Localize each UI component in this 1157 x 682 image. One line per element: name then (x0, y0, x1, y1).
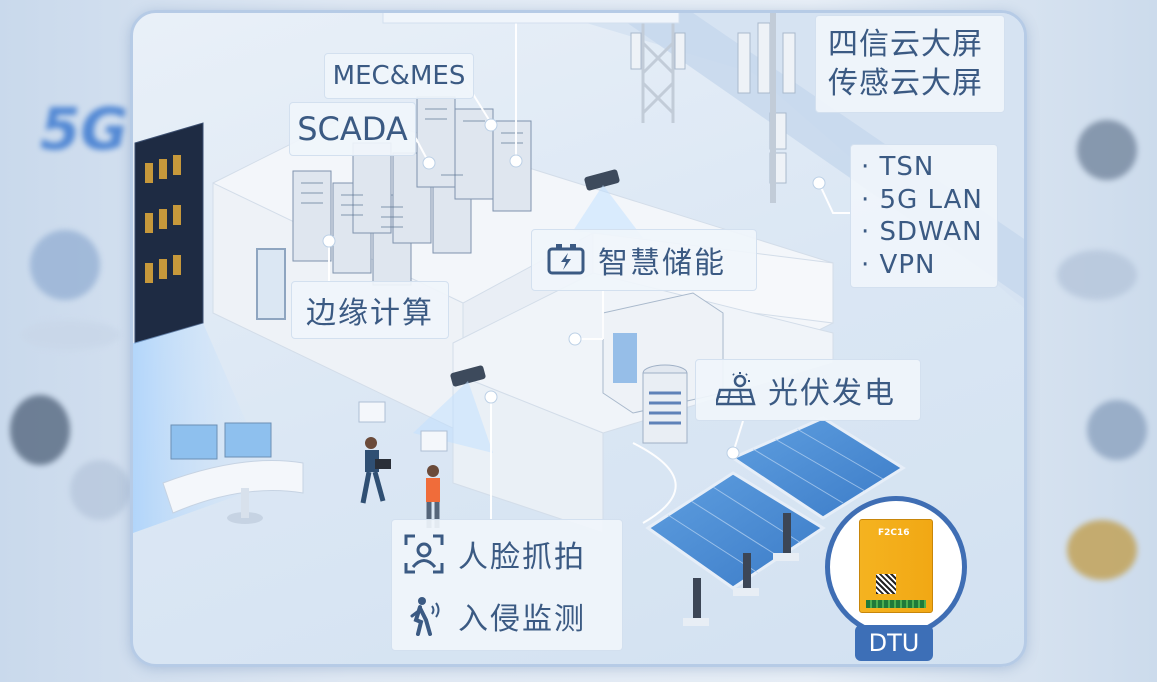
network-item-5g-lan: · 5G LAN (861, 184, 983, 215)
network-item-tsn: · TSN (861, 152, 935, 182)
dtu-device-image: F2C16 (859, 519, 933, 613)
battery-bolt-icon (546, 240, 586, 280)
camera-icon (450, 169, 620, 387)
label-smart-energy: 智慧储能 (531, 229, 757, 291)
side-5g-text: 5G (40, 95, 128, 163)
walking-person-icon (404, 596, 444, 636)
dtu-badge: DTU (855, 625, 933, 661)
label-mec-mes: MEC&MES (324, 53, 474, 99)
qr-code-icon (876, 574, 896, 594)
dtu-model-label: F2C16 (878, 528, 910, 538)
terminal-block-icon (866, 600, 926, 608)
face-scan-icon (404, 534, 444, 574)
label-cloud-screen-2: 传感云大屏 (828, 66, 983, 101)
label-intrusion: 入侵监测 (458, 602, 586, 637)
background-right-scenery (1027, 0, 1157, 682)
network-item-sdwan: · SDWAN (861, 217, 983, 247)
solar-panels (645, 416, 906, 626)
solar-panel-icon (716, 370, 756, 410)
label-smart-energy-text: 智慧储能 (598, 246, 726, 281)
label-photovoltaic-text: 光伏发电 (768, 376, 896, 411)
label-network-list: · TSN · 5G LAN · SDWAN · VPN (850, 144, 998, 288)
feature-face-capture: 人脸抓拍 (404, 532, 586, 576)
label-cloud-screens: 四信云大屏 传感云大屏 (815, 15, 1005, 113)
label-edge-computing: 边缘计算 (291, 281, 449, 339)
label-security-features: 人脸抓拍 入侵监测 (391, 519, 623, 651)
server-racks (292, 96, 532, 286)
label-scada: SCADA (289, 102, 416, 156)
label-face-capture: 人脸抓拍 (458, 540, 586, 575)
label-photovoltaic: 光伏发电 (695, 359, 921, 421)
network-item-vpn: · VPN (861, 249, 936, 280)
feature-intrusion: 入侵监测 (404, 594, 586, 638)
worker-carrying-box (360, 437, 391, 504)
background-left-scenery: 5G (0, 0, 135, 682)
smart-factory-panel: MEC&MES SCADA 边缘计算 智慧储能 光伏发电 四信云大屏 传感云大屏… (130, 10, 1027, 667)
label-cloud-screen-1: 四信云大屏 (828, 27, 983, 62)
